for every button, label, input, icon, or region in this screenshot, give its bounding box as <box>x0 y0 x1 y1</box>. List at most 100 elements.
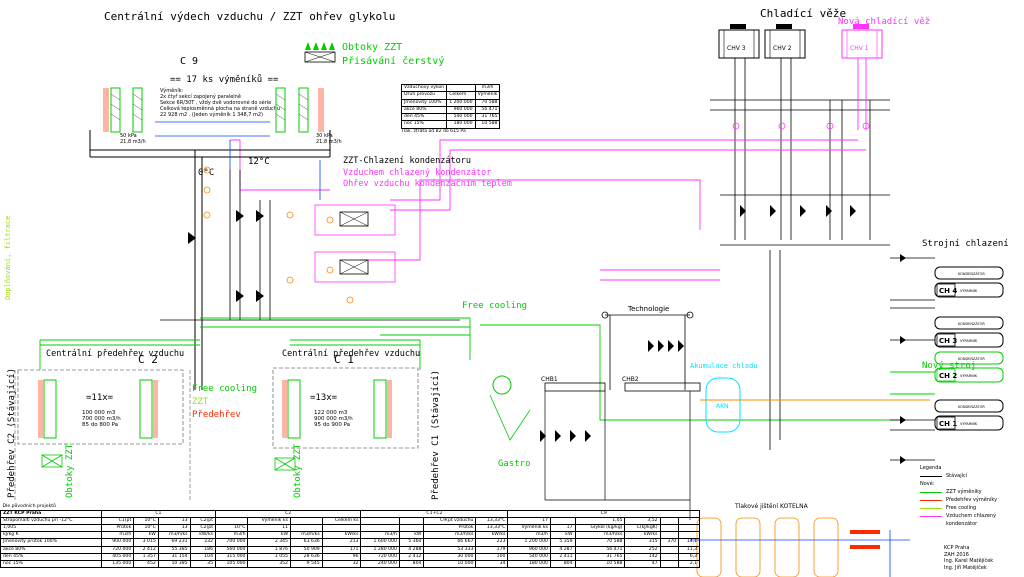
condenser-exchangers <box>339 211 369 275</box>
svg-text:700 000 m3/h: 700 000 m3/h <box>82 416 121 422</box>
chiller-label: CH 2 <box>939 372 957 380</box>
chb-headers: CHB1 CHB2 <box>541 376 701 392</box>
label-doplnovani: Doplňování, filtrace <box>4 216 12 300</box>
legend-item-4: Free cooling <box>920 504 1024 512</box>
legend-item-0: Stávající <box>920 472 1024 480</box>
gastro-circuit: Gastro <box>489 375 531 469</box>
free-cooling-top-label: Free cooling <box>462 301 527 311</box>
c1-title: Centrální předehřev vzduchu <box>282 349 420 359</box>
air-table-note: Tlak. ztráta od 82 do 615 Pa <box>401 129 466 134</box>
tower-chv1: CHV 1 <box>850 45 869 52</box>
chiller-label: CH 1 <box>939 420 957 428</box>
legend-item-3: Předehřev výměníky <box>920 496 1024 504</box>
zzt-line2: Ohřev vzduchu kondenzačním teplem <box>343 178 512 189</box>
svg-text:85 do 800 Pa: 85 do 800 Pa <box>82 422 118 428</box>
bypass-line1: Obtoky ZZT <box>342 42 402 53</box>
bypass-top: Obtoky ZZT Přisávání čerstvý <box>304 42 444 67</box>
legend-item-1: Nové: <box>920 481 935 487</box>
legend-item-2: ZZT výměníky <box>920 488 1024 496</box>
chiller-ch1: CH 1 KONDENZÁTOR VÝPARNÍK <box>934 399 1004 431</box>
chiller-ch4: CH 4 KONDENZÁTOR VÝPARNÍK <box>934 266 1004 298</box>
label-obtoky-left: Obtoky ZZT <box>65 443 75 498</box>
c2-label: C 2 <box>138 353 158 366</box>
label-obtoky-mid: Obtoky ZZT <box>293 443 303 498</box>
c2-unit: =11x= 100 000 m3 700 000 m3/h 85 do 800 … <box>17 369 184 445</box>
condenser-label: KONDENZÁTOR <box>958 271 985 276</box>
svg-text:2x čtyř sekcí zapojený paralel: 2x čtyř sekcí zapojený paralelně <box>160 93 241 100</box>
c1-unit: =13x= 122 000 m3 900 000 m3/h 95 do 900 … <box>272 367 419 449</box>
svg-text:122 000 m3: 122 000 m3 <box>314 410 348 416</box>
mid-free-cooling: Free cooling <box>192 384 257 394</box>
condenser-label: KONDENZÁTOR <box>958 356 985 361</box>
main-title: Centrální výdech vzduchu / ZZT ohřev gly… <box>104 10 395 23</box>
akumulace-label: Akumulace chladu <box>690 362 757 370</box>
evaporator-label: VÝPARNÍK <box>960 373 978 378</box>
bypass-line2: Přisávání čerstvý <box>342 55 444 67</box>
svg-text:95 do 900 Pa: 95 do 900 Pa <box>314 422 350 428</box>
kotelna-label: Tlakové jištění KOTELNA <box>734 503 809 510</box>
c1-label: C 1 <box>334 353 354 366</box>
svg-text:Sekce 6R/30T , vždy dvě vodoro: Sekce 6R/30T , vždy dvě vodorovné do sér… <box>160 99 271 106</box>
c2-title: Centrální předehřev vzduchu <box>46 349 184 359</box>
tower-chv3: CHV 3 <box>727 45 746 52</box>
svg-text:Výměník:: Výměník: <box>160 87 184 94</box>
legend-item-5: Vzduchem chlazený kondenzátor <box>920 512 1024 527</box>
svg-text:=13x=: =13x= <box>310 393 338 403</box>
c9-label: C 9 <box>180 56 198 67</box>
svg-text:=11x=: =11x= <box>86 393 114 403</box>
svg-text:Celková teplosměnná plocha na: Celková teplosměnná plocha na straně vzd… <box>160 105 280 112</box>
chiller-label: CH 4 <box>939 287 957 295</box>
author-block: KCP Praha ZAH 2016 Ing. Karel Matějíček … <box>944 545 994 571</box>
tower-chv2: CHV 2 <box>773 45 792 52</box>
cooling-towers-title: Chladící věže <box>760 7 846 20</box>
cooling-towers: CHV 3 CHV 2 CHV 1 <box>718 24 883 59</box>
mid-predehrev: Předehřev <box>192 410 241 420</box>
label-stavajici-c1: Předehřev C1 (Stávající) <box>431 370 441 500</box>
c9-flow-left: 21,8 m3/h <box>120 139 146 145</box>
chillers-title: Strojní chlazení <box>922 239 1009 249</box>
svg-text:Gastro: Gastro <box>498 459 531 469</box>
condenser-label: KONDENZÁTOR <box>958 321 985 326</box>
label-stavajici-c2: Předehřev C2 (Stávající) <box>7 368 17 498</box>
evaporator-label: VÝPARNÍK <box>960 338 978 343</box>
chiller-ch2: CH 2 KONDENZÁTOR VÝPARNÍK <box>934 351 1004 383</box>
c9-pressure-left: 50 kPa <box>120 133 137 139</box>
temp-12c: 12°C <box>248 157 270 167</box>
c9-flow-right: 21,8 m3/h <box>316 139 342 145</box>
svg-text:CHB2: CHB2 <box>622 376 639 383</box>
c9-notes: Výměník: 2x čtyř sekcí zapojený paraleln… <box>160 87 280 118</box>
evaporator-label: VÝPARNÍK <box>960 288 978 293</box>
legend: Legenda Stávající Nové: ZZT výměníky Pře… <box>920 464 1024 527</box>
zzt-title: ZZT-Chlazení kondenzátoru <box>343 156 471 166</box>
table-caption-row: Dle původních projektů <box>0 504 700 512</box>
legend-title: Legenda <box>920 465 942 471</box>
c9-exchangers <box>103 87 324 133</box>
svg-text:100 000 m3: 100 000 m3 <box>82 410 116 416</box>
c9-pressure-right: 30 kPa <box>316 133 333 139</box>
svg-text:AKN: AKN <box>716 403 729 410</box>
new-chiller-label: Nový stroj <box>922 361 976 371</box>
mid-zzt: ZZT <box>192 397 209 407</box>
svg-text:CHB1: CHB1 <box>541 376 558 383</box>
condenser-label: KONDENZÁTOR <box>958 404 985 409</box>
chiller-label: CH 3 <box>939 337 957 345</box>
c9-count: == 17 ks výměníků == <box>170 74 279 85</box>
zzt-line1: Vzduchem chlazený kondenzátor <box>343 168 491 178</box>
kotelna-boilers <box>696 517 839 577</box>
svg-text:22 928 m2 . (Jeden výměník 1 3: 22 928 m2 . (Jeden výměník 1 348,7 m2) <box>160 111 263 118</box>
svg-text:900 000 m3/h: 900 000 m3/h <box>314 416 353 422</box>
evaporator-label: VÝPARNÍK <box>960 421 978 426</box>
akn-tank: AKN <box>705 377 741 433</box>
